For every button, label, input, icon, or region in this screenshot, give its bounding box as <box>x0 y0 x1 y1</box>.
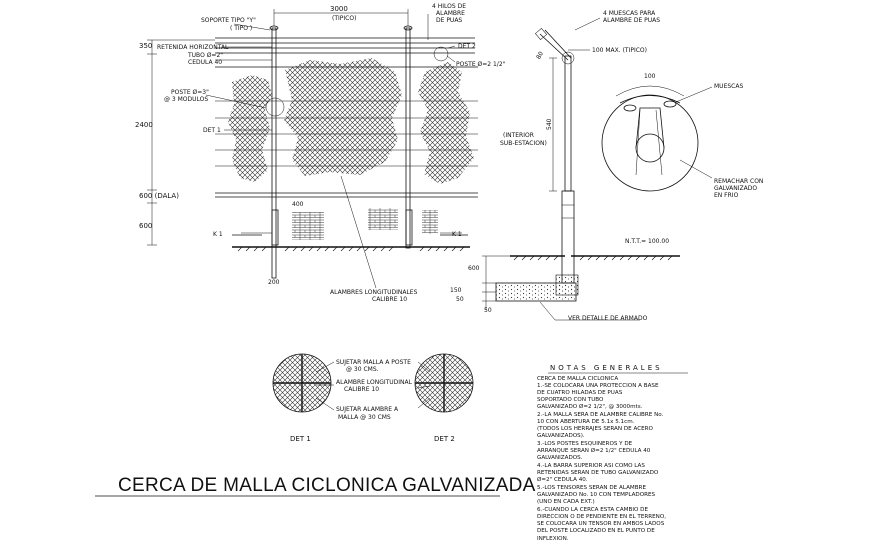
label-sujetar-malla-1: SUJETAR MALLA A POSTE <box>336 359 411 366</box>
label-remachar-2: GALVANIZADO <box>714 185 757 192</box>
label-sujetar-alambre-2: MALLA @ 30 CMS <box>338 414 391 421</box>
note-line: 3.-LOS POSTES ESQUINEROS Y DE <box>537 441 633 447</box>
label-sujetar-malla-2: @ 30 CMS. <box>346 366 379 373</box>
label-alambre-long-2: CALIBRE 10 <box>344 386 379 393</box>
label-hilos-1: 4 HILOS DE <box>432 3 466 10</box>
note-line: DIRECCION O DE PENDIENTE EN EL TERRENO, <box>537 514 666 520</box>
label-soporte: SOPORTE TIPO "Y" <box>201 17 256 24</box>
label-hilos-2: ALAMBRE <box>436 10 465 17</box>
mesh-fill-center <box>284 58 402 176</box>
label-sujetar-alambre-1: SUJETAR ALAMBRE A <box>336 406 399 413</box>
label-interior-2: SUB-ESTACION) <box>500 140 547 147</box>
label-k1-right: K 1 <box>452 231 462 238</box>
label-poste-2: @ 3 MODULOS <box>164 96 208 103</box>
label-remachar-3: EN FRIO <box>714 192 739 199</box>
mesh-details: SUJETAR MALLA A POSTE @ 30 CMS. ALAMBRE … <box>272 353 474 443</box>
note-line: 6.-CUANDO LA CERCA ESTA CAMBIO DE <box>537 507 648 513</box>
note-line: GALVANIZADOS). <box>537 433 585 439</box>
label-alambres-1: ALAMBRES LONGITUDINALES <box>330 289 418 296</box>
label-muescas-1: 4 MUESCAS PARA <box>603 10 656 17</box>
label-muescas: MUESCAS <box>714 83 743 90</box>
label-poste-1: POSTE Ø=3" <box>171 89 209 96</box>
dim-350: 350 <box>139 42 152 50</box>
label-armado: VER DETALLE DE ARMADO <box>568 315 648 322</box>
note-line: 1.-SE COLOCARA UNA PROTECCION A BASE <box>537 383 659 389</box>
note-line: ARRANQUE SERAN Ø=2 1/2" CEDULA 40 <box>537 447 651 454</box>
dim-claro: 3000 <box>330 5 348 13</box>
dim-2400: 2400 <box>135 121 153 129</box>
label-det1-caption: DET 1 <box>290 435 311 443</box>
note-line: GALVANIZADO Ø=2 1/2", @ 3000mts. <box>537 403 643 410</box>
dim-50b: 50 <box>484 307 492 314</box>
note-line: RETENIDAS SERAN DE TUBO GALVANIZADO <box>537 470 659 476</box>
label-k1-left: K 1 <box>213 231 223 238</box>
label-retenida-3: CEDULA 40 <box>188 59 222 66</box>
label-det2: DET 2 <box>458 43 476 50</box>
dim-100-detail: 100 <box>644 73 656 80</box>
label-alambres-2: CALIBRE 10 <box>372 296 407 303</box>
note-line: Ø=2" CEDULA 40. <box>537 476 588 483</box>
dim-540: 540 <box>546 118 553 130</box>
note-line: 2.-LA MALLA SERA DE ALAMBRE CALIBRE No. <box>537 412 664 418</box>
dim-section-600: 600 <box>468 265 480 272</box>
note-line: 4.-LA BARRA SUPERIOR ASI COMO LAS <box>537 463 645 469</box>
label-retenida-2: TUBO Ø=2" <box>187 52 223 59</box>
post-top-detail: 100 MUESCAS REMACHAR CON GALVANIZADO EN … <box>601 73 763 199</box>
dim-50a: 50 <box>456 296 464 303</box>
label-muescas-2: ALAMBRE DE PUAS <box>603 17 660 24</box>
brick-right <box>422 210 438 234</box>
dim-400: 400 <box>292 201 304 208</box>
dim-80: 80 <box>535 50 545 60</box>
mesh-fill-right <box>418 62 474 184</box>
note-line: (TODOS LOS HERRAJES SERAN DE ACERO <box>537 426 654 432</box>
note-line: GALVANIZADOS. <box>537 455 583 461</box>
dim-600-dala: 600 (DALA) <box>139 192 179 200</box>
fence-section: 4 MUESCAS PARA ALAMBRE DE PUAS 100 MAX. … <box>450 10 680 322</box>
label-det1: DET 1 <box>203 127 221 134</box>
note-line: 5.-LOS TENSORES SERAN DE ALAMBRE <box>537 485 646 491</box>
label-poste-top: POSTE Ø=2 1/2" <box>456 61 506 68</box>
label-det2-caption: DET 2 <box>434 435 455 443</box>
dim-100max: 100 MAX. (TIPICO) <box>592 47 647 54</box>
dim-150: 150 <box>450 287 462 294</box>
brick-left <box>292 212 324 240</box>
label-ntt: N.T.T.= 100.00 <box>625 238 669 245</box>
note-line: SE COLOCARA UN TENSOR EN AMBOS LADOS <box>537 521 665 527</box>
dim-600: 600 <box>139 222 152 230</box>
brick-center <box>368 208 398 230</box>
note-line: DE CUATRO HILADAS DE PUAS <box>537 390 623 396</box>
note-line: GALVANIZADO No. 10 CON TEMPLADORES <box>537 492 656 498</box>
mesh-fill-left <box>228 75 272 182</box>
label-soporte-tipo: ( TIPO ) <box>230 25 252 32</box>
dim-200: 200 <box>268 279 280 286</box>
notes-block: NOTAS GENERALES CERCA DE MALLA CICLONICA… <box>537 364 688 542</box>
label-remachar-1: REMACHAR CON <box>714 178 763 185</box>
note-line: SOPORTADO CON TUBO <box>537 397 604 403</box>
dim-claro-tipo: (TIPICO) <box>332 15 356 22</box>
label-retenida-1: RETENIDA HORIZONTAL <box>157 44 229 51</box>
label-interior-1: (INTERIOR <box>503 132 534 139</box>
note-line: 10 CON ABERTURA DE 5.1x 5.1cm. <box>537 419 635 425</box>
note-line: (UNO EN CADA EXT.) <box>537 499 595 505</box>
fence-elevation: SOPORTE TIPO "Y" ( TIPO ) 3000 (TIPICO) … <box>135 3 506 303</box>
note-line: DEL POSTE LOCALIZADO EN EL PUNTO DE <box>537 528 655 534</box>
title-block: CERCA DE MALLA CICLONICA GALVANIZADA <box>95 475 536 497</box>
note-line: CERCA DE MALLA CICLONICA <box>537 376 618 382</box>
note-line: INFLEXION. <box>537 536 569 542</box>
notes-heading: NOTAS GENERALES <box>550 364 663 372</box>
label-hilos-3: DE PUAS <box>436 17 462 24</box>
page-title: CERCA DE MALLA CICLONICA GALVANIZADA <box>118 475 536 496</box>
label-alambre-long-1: ALAMBRE LONGITUDINAL <box>336 379 413 386</box>
